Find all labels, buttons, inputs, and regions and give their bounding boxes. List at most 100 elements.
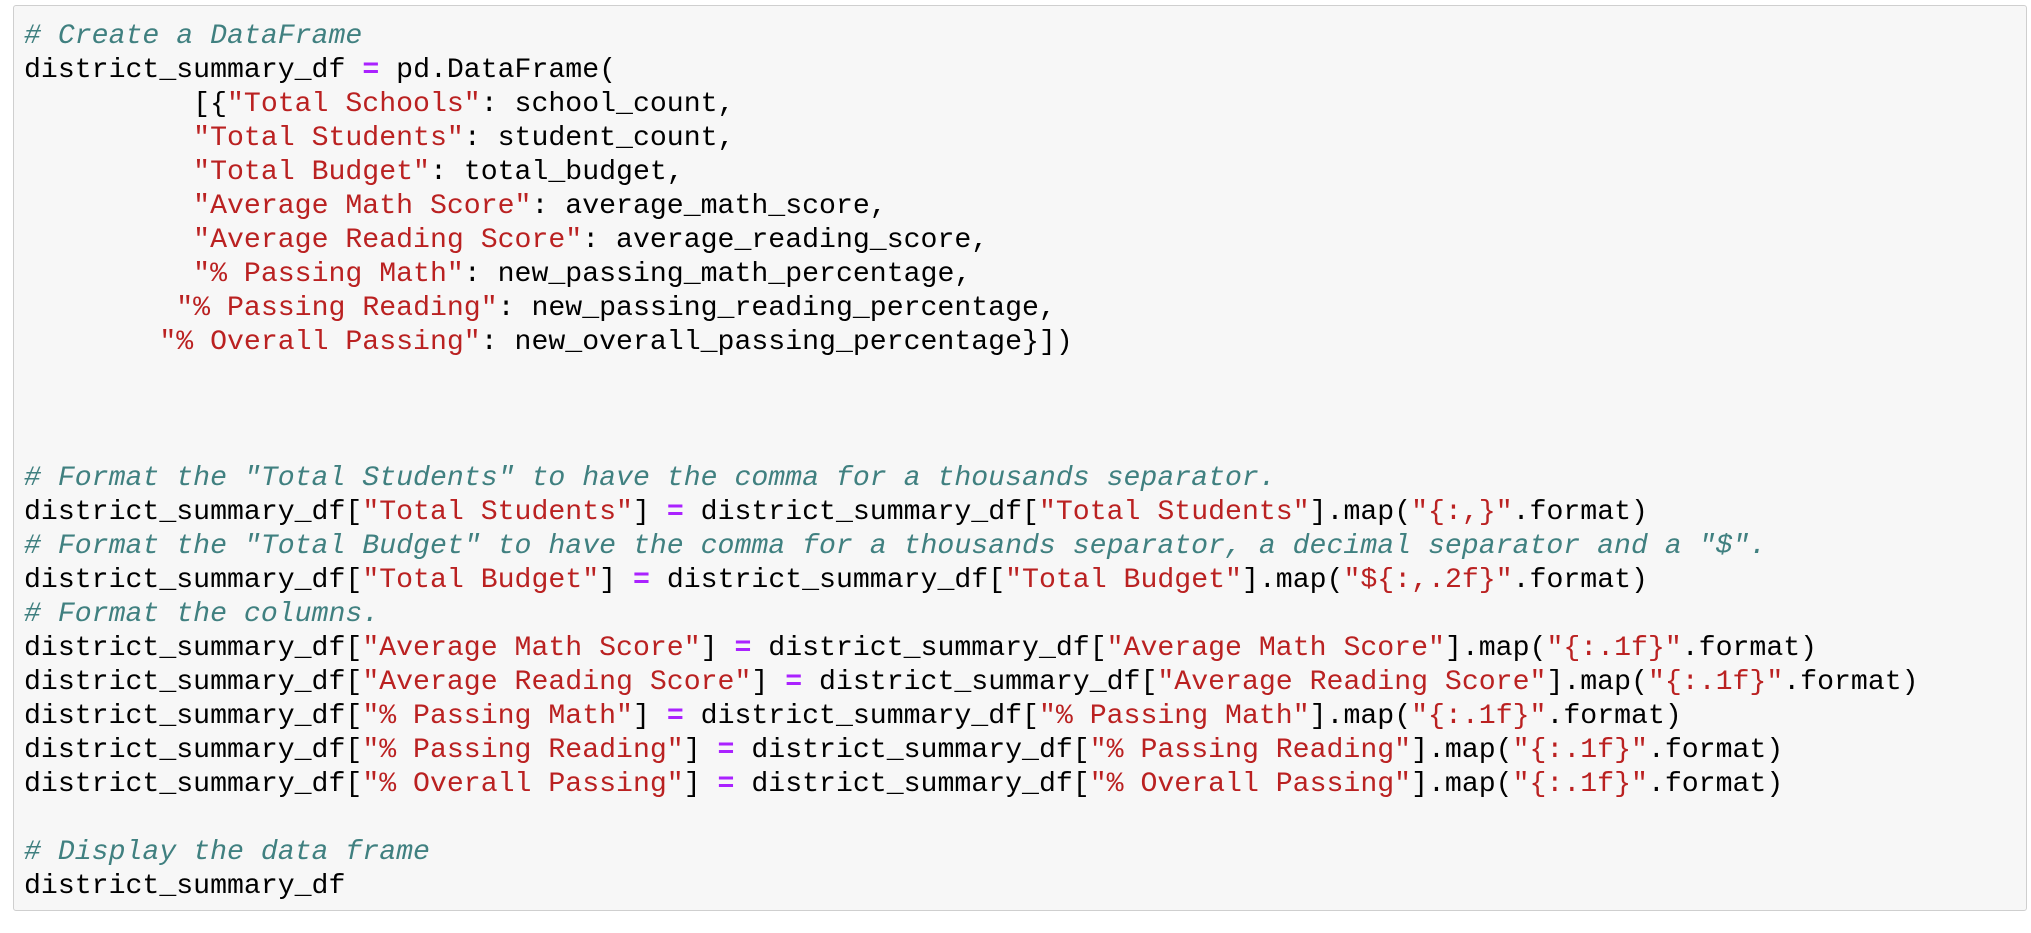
code-text	[24, 123, 193, 154]
code-text: district_summary_df[	[683, 701, 1039, 732]
code-text	[24, 293, 176, 324]
blank-line	[24, 394, 1919, 428]
string-literal: "Average Math Score"	[193, 191, 532, 222]
string-literal: "% Overall Passing"	[159, 327, 481, 358]
code-text: .format)	[1546, 701, 1682, 732]
code-text: district_summary_df[	[683, 497, 1039, 528]
code-text: district_summary_df	[24, 55, 363, 86]
string-literal: "Average Reading Score"	[362, 667, 752, 698]
operator: =	[632, 565, 650, 596]
code-line: # Format the "Total Budget" to have the …	[24, 530, 1919, 564]
code-text: ].map(	[1411, 735, 1513, 766]
code-comment: # Format the columns.	[24, 599, 380, 630]
code-text: [{	[24, 89, 227, 120]
code-text: : average_reading_score,	[582, 225, 989, 256]
code-text: .format)	[1783, 667, 1919, 698]
code-line: # Format the columns.	[24, 598, 1919, 632]
string-literal: "% Passing Reading"	[176, 293, 498, 324]
code-line: district_summary_df["Average Math Score"…	[24, 632, 1919, 666]
operator: =	[717, 769, 735, 800]
string-literal: "% Overall Passing"	[1089, 769, 1412, 800]
code-line: district_summary_df["Average Reading Sco…	[24, 666, 1919, 700]
code-text: ]	[683, 769, 718, 800]
code-text: ].map(	[1444, 633, 1547, 664]
code-text: : average_math_score,	[531, 191, 887, 222]
string-literal: "{:.1f}"	[1647, 667, 1784, 698]
code-line: # Create a DataFrame	[24, 20, 1919, 54]
code-text: : new_passing_reading_percentage,	[497, 293, 1056, 324]
string-literal: "{:,}"	[1411, 497, 1513, 528]
code-line: "% Passing Reading": new_passing_reading…	[24, 292, 1919, 326]
code-text: ]	[599, 565, 633, 596]
code-line: [{"Total Schools": school_count,	[24, 88, 1919, 122]
code-text: : school_count,	[480, 89, 735, 120]
code-line: district_summary_df	[24, 870, 1919, 904]
code-line: district_summary_df["Total Budget"] = di…	[24, 564, 1919, 598]
blank-line	[24, 428, 1919, 462]
operator: =	[362, 55, 380, 86]
code-text: district_summary_df[	[24, 701, 363, 732]
code-comment: # Format the "Total Students" to have th…	[24, 463, 1276, 494]
code-text	[24, 157, 193, 188]
code-text: ].map(	[1309, 497, 1412, 528]
operator: =	[734, 633, 752, 664]
string-literal: "Total Students"	[362, 497, 633, 528]
operator: =	[666, 701, 684, 732]
string-literal: "Total Budget"	[1005, 565, 1242, 596]
code-text: : new_overall_passing_percentage}])	[480, 327, 1073, 358]
code-line: # Format the "Total Students" to have th…	[24, 462, 1919, 496]
code-text: district_summary_df[	[734, 735, 1090, 766]
string-literal: "Total Schools"	[226, 89, 481, 120]
code-text: district_summary_df[	[649, 565, 1006, 596]
code-text: : new_passing_math_percentage,	[463, 259, 972, 290]
string-literal: "{:.1f}"	[1411, 701, 1547, 732]
code-text: district_summary_df	[24, 871, 346, 902]
code-comment: # Display the data frame	[24, 837, 430, 868]
code-text	[24, 259, 193, 290]
code-text: ].map(	[1309, 701, 1412, 732]
code-text: district_summary_df[	[802, 667, 1158, 698]
code-line: "Average Reading Score": average_reading…	[24, 224, 1919, 258]
code-comment: # Format the "Total Budget" to have the …	[24, 531, 1767, 562]
code-text: ].map(	[1241, 565, 1344, 596]
string-literal: "% Passing Math"	[1038, 701, 1310, 732]
code-text: ].map(	[1546, 667, 1648, 698]
code-text	[24, 191, 193, 222]
code-text: ]	[700, 633, 735, 664]
code-text: ]	[751, 667, 786, 698]
string-literal: "Average Math Score"	[1106, 633, 1445, 664]
code-text: ].map(	[1411, 769, 1513, 800]
operator: =	[666, 497, 684, 528]
code-text: district_summary_df[	[24, 667, 363, 698]
code-text: .format)	[1512, 497, 1648, 528]
string-literal: "% Passing Math"	[362, 701, 633, 732]
blank-line	[24, 802, 1919, 836]
code-line: district_summary_df[ "% Passing Reading"]…	[24, 734, 1919, 768]
code-line: district_summary_df = pd.DataFrame(	[24, 54, 1919, 88]
code-text	[24, 225, 193, 256]
code-line: # Display the data frame	[24, 836, 1919, 870]
code-line: district_summary_df["Total Students"] = …	[24, 496, 1919, 530]
operator: =	[717, 735, 735, 766]
code-text: .format)	[1681, 633, 1818, 664]
string-literal: "Average Reading Score"	[193, 225, 583, 256]
string-literal: "Average Math Score"	[362, 633, 701, 664]
code-text: district_summary_df[	[24, 565, 363, 596]
string-literal: "Total Students"	[193, 123, 464, 154]
string-literal: "${:,.2f}"	[1343, 565, 1513, 596]
code-text: : student_count,	[463, 123, 735, 154]
code-line: "Average Math Score": average_math_score…	[24, 190, 1919, 224]
string-literal: "% Passing Reading"	[362, 735, 684, 766]
string-literal: "Total Budget"	[362, 565, 600, 596]
string-literal: "{:.1f}"	[1512, 769, 1648, 800]
code-text: ]	[632, 497, 667, 528]
string-literal: "% Passing Math"	[193, 259, 464, 290]
code-text: .format)	[1512, 565, 1648, 596]
code-text: .format)	[1647, 735, 1784, 766]
code-line: district_summary_df["% Passing Math"] = …	[24, 700, 1919, 734]
code-text: ]	[632, 701, 667, 732]
code-text: district_summary_df[	[751, 633, 1107, 664]
code-line: district_summary_df["% Overall Passing"]…	[24, 768, 1919, 802]
